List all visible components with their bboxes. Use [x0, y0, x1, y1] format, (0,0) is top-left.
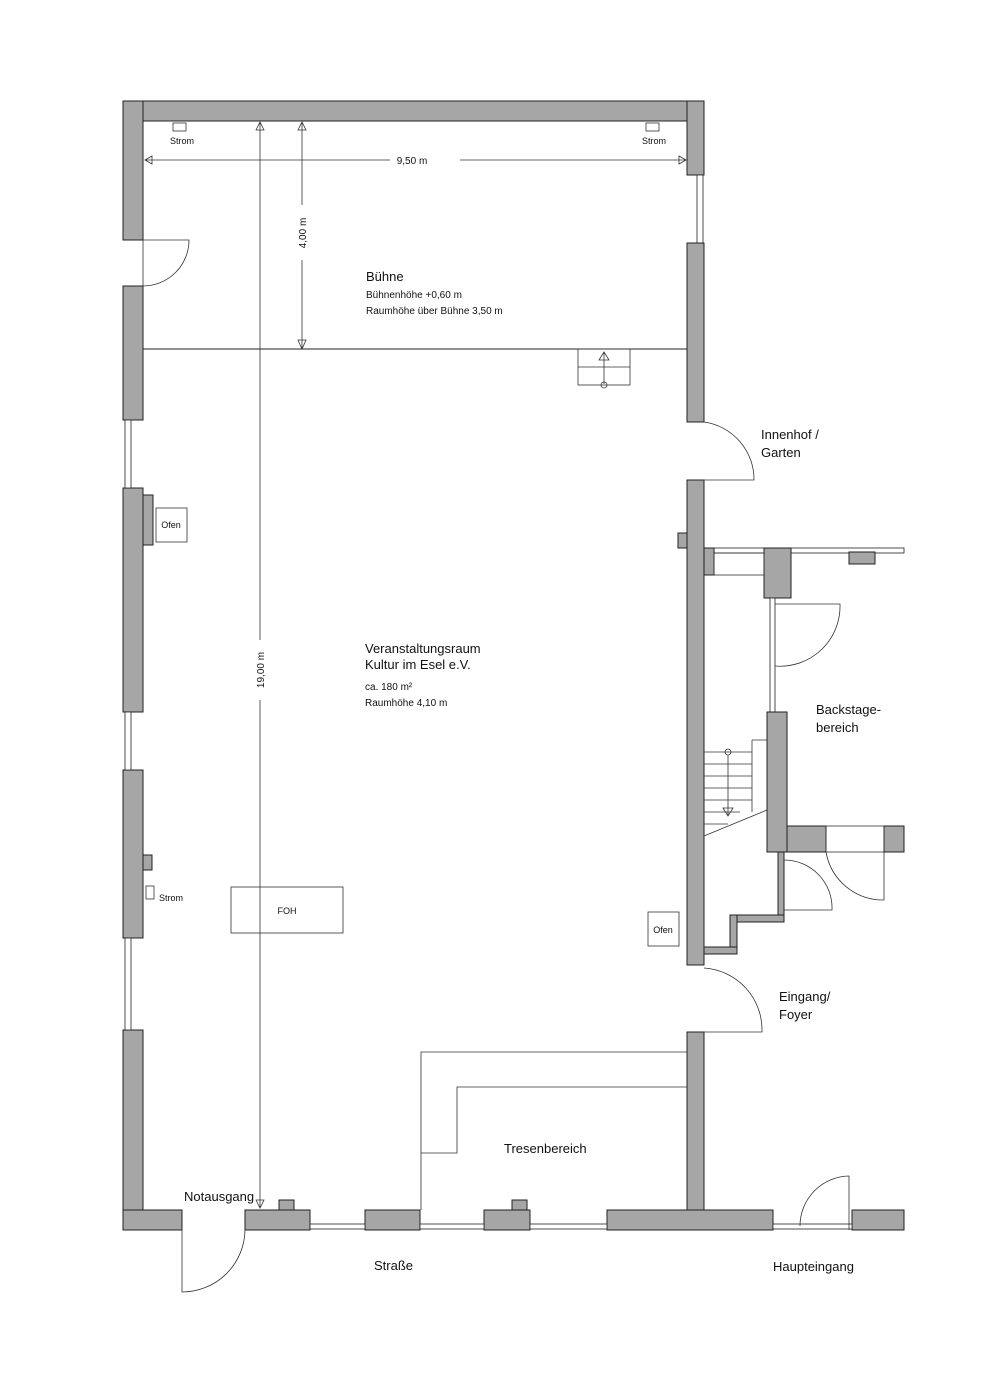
- wall-left: [122, 100, 154, 1231]
- door-stage-side: [142, 239, 190, 287]
- stage-stairs: [577, 348, 631, 389]
- main-room-area: ca. 180 m²: [365, 682, 413, 693]
- label-backstage-2: bereich: [816, 720, 859, 735]
- label-ofen: Ofen: [161, 520, 181, 530]
- label-haupteingang: Haupteingang: [773, 1259, 854, 1274]
- power-outlet-icon: [172, 122, 187, 132]
- dim-stage-depth: 4,00 m: [298, 218, 309, 249]
- door-notausgang: [181, 1229, 246, 1293]
- door-innenhof: [703, 421, 755, 481]
- label-eingang: Eingang/: [779, 989, 831, 1004]
- label-strasse: Straße: [374, 1258, 413, 1273]
- door-haupteingang: [799, 1175, 850, 1230]
- backstage-walls: [703, 547, 905, 955]
- power-outlet-icon: [645, 122, 660, 132]
- label-ofen: Ofen: [653, 925, 673, 935]
- main-room-title: Veranstaltungsraum: [365, 641, 481, 656]
- dimension-lines: [144, 121, 687, 1209]
- door-wc: [783, 859, 833, 911]
- main-room-height: Raumhöhe 4,10 m: [365, 698, 447, 709]
- label-foh: FOH: [278, 906, 297, 916]
- label-strom: Strom: [159, 893, 183, 903]
- label-foyer: Foyer: [779, 1007, 813, 1022]
- door-eingang: [703, 967, 763, 1033]
- bar-counter: [420, 1051, 687, 1210]
- label-garten: Garten: [761, 445, 801, 460]
- foh-desk: [230, 886, 344, 934]
- main-room-org: Kultur im Esel e.V.: [365, 657, 471, 672]
- stage-height: Bühnenhöhe +0,60 m: [366, 290, 462, 301]
- label-strom: Strom: [170, 136, 194, 146]
- label-notausgang: Notausgang: [184, 1189, 254, 1204]
- stage-room-height: Raumhöhe über Bühne 3,50 m: [366, 306, 503, 317]
- label-tresen: Tresenbereich: [504, 1141, 587, 1156]
- door-backstage: [774, 603, 841, 667]
- wall-bottom: [122, 1199, 905, 1231]
- door-backstage-lower: [825, 851, 885, 901]
- wall-top: [122, 100, 705, 122]
- dim-width: 9,50 m: [397, 156, 428, 167]
- label-strom: Strom: [642, 136, 666, 146]
- wall-right: [677, 100, 705, 1211]
- backstage-stairs: [703, 739, 768, 837]
- power-outlet-icon: [145, 885, 155, 900]
- dim-length: 19,00 m: [256, 652, 267, 688]
- label-backstage: Backstage-: [816, 702, 881, 717]
- stage-title: Bühne: [366, 269, 404, 284]
- oven-right: [647, 911, 680, 947]
- oven-left: [155, 507, 188, 543]
- label-innenhof: Innenhof /: [761, 427, 819, 442]
